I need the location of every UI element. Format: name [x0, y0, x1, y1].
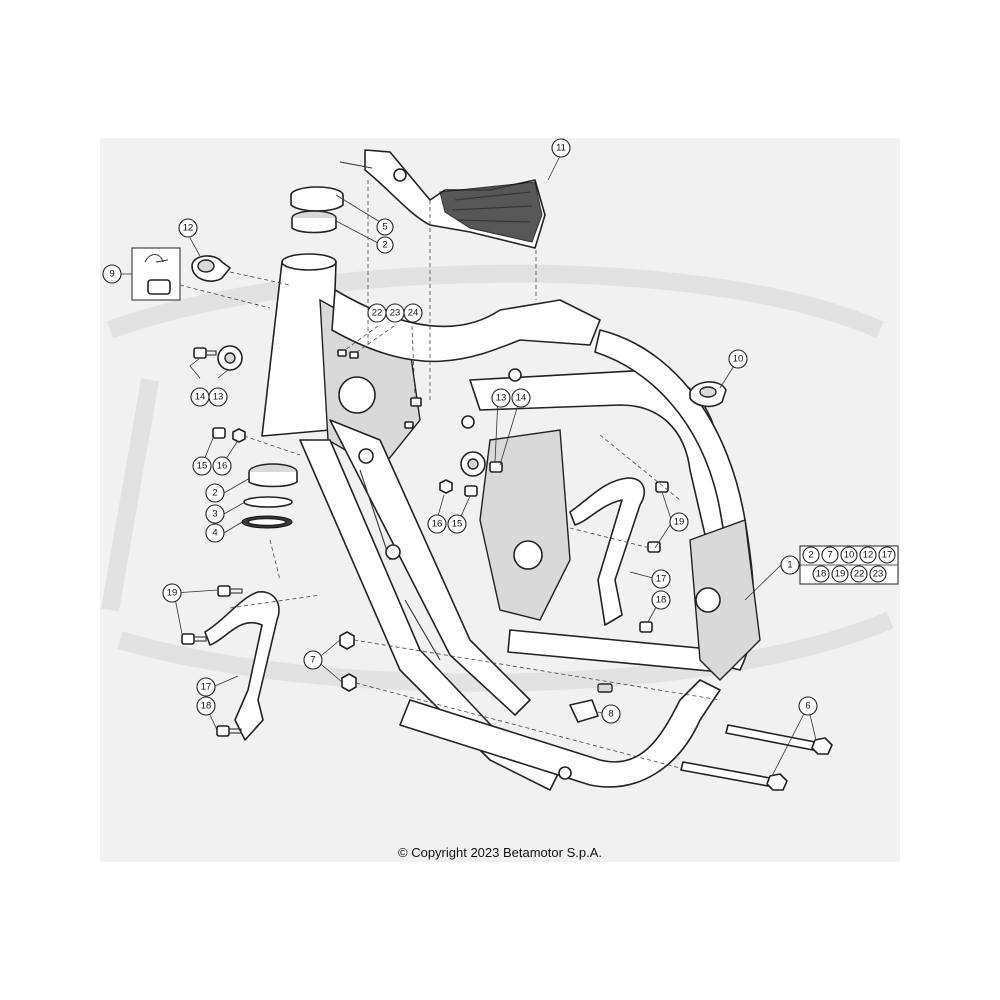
long-bolts-6[interactable] [680, 724, 833, 791]
callout-label: 9 [109, 269, 114, 280]
callout-label: 14 [195, 392, 206, 403]
callout-label: 18 [201, 701, 212, 712]
callout-label: 15 [197, 461, 208, 472]
callout-label: 18 [656, 595, 667, 606]
steering-lock-set[interactable] [131, 247, 181, 301]
callout-10[interactable]: 10 [728, 349, 748, 369]
callout-2-lower[interactable]: 2 [205, 483, 225, 503]
callout-label: 23 [390, 308, 401, 319]
callout-2-top[interactable]: 2 [376, 236, 394, 254]
callout-label: 2 [212, 488, 217, 499]
kit-item: 2 [808, 550, 813, 561]
kit-item: 23 [873, 569, 884, 580]
kit-item: 19 [835, 569, 846, 580]
callout-1[interactable]: 1 [780, 555, 800, 575]
callout-8[interactable]: 8 [601, 704, 621, 724]
callout-13-right[interactable]: 13 [491, 388, 511, 408]
callout-label: 4 [212, 528, 217, 539]
callout-16-left[interactable]: 16 [212, 456, 232, 476]
clip-8[interactable] [569, 683, 613, 723]
callout-18-left[interactable]: 18 [196, 696, 216, 716]
callout-label: 10 [733, 354, 744, 365]
kit-item: 22 [854, 569, 865, 580]
callout-label: 2 [382, 240, 387, 251]
callout-13-left[interactable]: 13 [208, 387, 228, 407]
callout-label: 5 [382, 222, 387, 233]
callout-23[interactable]: 23 [385, 303, 405, 323]
callout-17-left[interactable]: 17 [196, 677, 216, 697]
callout-label: 24 [408, 308, 419, 319]
screw-14[interactable] [193, 347, 503, 473]
callout-label: 7 [310, 655, 315, 666]
callout-label: 19 [674, 517, 685, 528]
callout-14-left[interactable]: 14 [190, 387, 210, 407]
callout-label: 13 [213, 392, 224, 403]
bolts-18-19[interactable] [181, 481, 669, 737]
callout-label: 11 [556, 143, 566, 154]
head-bearing-lower[interactable] [241, 463, 298, 529]
callout-17-right[interactable]: 17 [651, 569, 671, 589]
callout-12[interactable]: 12 [178, 218, 198, 238]
callout-5[interactable]: 5 [376, 218, 394, 236]
callout-6[interactable]: 6 [798, 696, 818, 716]
callout-7[interactable]: 7 [303, 650, 323, 670]
kit-item: 12 [863, 550, 874, 561]
callout-9[interactable]: 9 [102, 264, 122, 284]
cable-clamp-10[interactable] [689, 381, 727, 408]
callout-label: 8 [608, 709, 613, 720]
callout-label: 17 [656, 574, 667, 585]
callout-22[interactable]: 22 [367, 303, 387, 323]
callout-15-right[interactable]: 15 [447, 514, 467, 534]
callout-label: 1 [787, 560, 792, 571]
kit-row-2: 18 19 22 23 [812, 565, 887, 583]
callout-label: 16 [217, 461, 228, 472]
kit-item: 10 [844, 550, 855, 561]
callout-label: 12 [183, 223, 194, 234]
kit-item: 18 [816, 569, 827, 580]
callout-11[interactable]: 11 [551, 138, 571, 158]
callout-16-right[interactable]: 16 [427, 514, 447, 534]
callout-label: 16 [432, 519, 443, 530]
leader-lines [120, 155, 817, 777]
fasteners-22-23-24[interactable] [337, 349, 422, 429]
kit-item: 17 [882, 550, 893, 561]
bracket-17[interactable] [204, 477, 645, 741]
callout-3[interactable]: 3 [205, 504, 225, 524]
copyright-notice: © Copyright 2023 Betamotor S.p.A. [398, 845, 602, 860]
footrest-plate[interactable] [339, 149, 546, 249]
main-frame[interactable] [261, 253, 761, 791]
kit-row-1: 2 7 10 12 17 [802, 546, 896, 564]
kit-item: 7 [827, 550, 832, 561]
nuts-7[interactable] [339, 631, 357, 692]
head-bearing-top[interactable] [290, 186, 344, 234]
callout-24[interactable]: 24 [403, 303, 423, 323]
callout-label: 14 [516, 393, 527, 404]
callout-19-right[interactable]: 19 [669, 512, 689, 532]
bushing-13[interactable] [217, 345, 486, 477]
callout-label: 13 [496, 393, 507, 404]
callout-label: 6 [805, 701, 810, 712]
callout-label: 3 [212, 509, 217, 520]
callout-19-left[interactable]: 19 [162, 583, 182, 603]
callout-label: 15 [452, 519, 463, 530]
fasteners-15-16[interactable] [212, 427, 478, 497]
callout-18-right[interactable]: 18 [651, 590, 671, 610]
callout-4[interactable]: 4 [205, 523, 225, 543]
callout-label: 19 [167, 588, 178, 599]
callout-15-left[interactable]: 15 [192, 456, 212, 476]
cable-clamp-12[interactable] [191, 255, 231, 282]
callout-14-right[interactable]: 14 [511, 388, 531, 408]
callout-label: 17 [201, 682, 212, 693]
callout-label: 22 [372, 308, 383, 319]
